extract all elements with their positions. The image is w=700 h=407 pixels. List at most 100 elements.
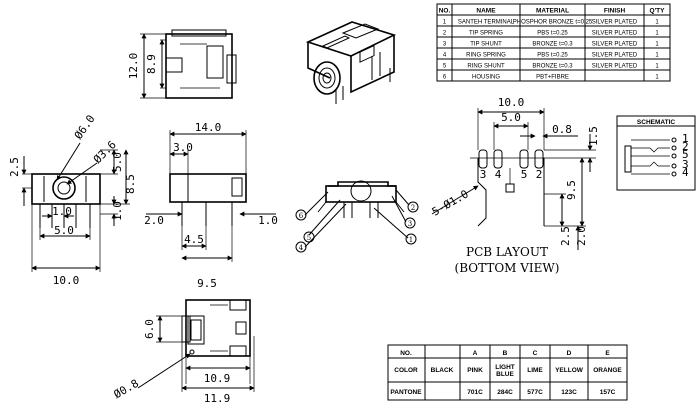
color-pantone: 157C	[600, 389, 616, 396]
pcb-pad-4: 4	[495, 168, 502, 181]
schematic-pin-2: 2	[682, 140, 689, 153]
top-view: 12.0 8.9	[127, 29, 237, 99]
pcb-pad-3: 3	[480, 168, 487, 181]
pin-callout-6: 6	[299, 212, 304, 220]
parts-cell-material: PBT+FIBRE	[536, 75, 569, 81]
parts-cell-finish: SILVER PLATED	[592, 53, 638, 59]
parts-cell-name: SANTEH TERMINAL	[458, 20, 515, 26]
color-columns: APINK701CBLIGHTBLUE284CCLIME577CDYELLOW1…	[467, 350, 622, 396]
pcb-dim-2-0: 2.0	[575, 226, 588, 246]
pcb-dim-10-0: 10.0	[498, 96, 525, 109]
parts-header-no: NO.	[439, 8, 451, 15]
color-pantone: 284C	[497, 389, 513, 396]
schematic-pin-3: 3	[682, 158, 689, 171]
pcb-title: PCB LAYOUT	[466, 245, 548, 259]
parts-cell-qty: 1	[655, 64, 659, 70]
parts-cell-material: BRONZE t=0.3	[532, 64, 573, 70]
pcb-dim-0-8: 0.8	[552, 123, 572, 136]
parts-cell-material: BRONZE t=0.3	[532, 42, 573, 48]
parts-cell-no: 6	[443, 75, 447, 81]
color-pantone: 577C	[527, 389, 543, 396]
color-name-line: BLUE	[496, 371, 514, 378]
isometric-view	[305, 21, 397, 104]
parts-header-name: NAME	[476, 8, 496, 15]
parts-cell-material: PBS t=0.25	[537, 31, 568, 37]
color-header-letter: E	[605, 350, 610, 357]
dim-front-5-0-bottom: 5.0	[54, 224, 74, 237]
dim-side-4-5: 4.5	[184, 233, 204, 246]
parts-cell-material: PHOSPHOR BRONZE t=0.25	[513, 20, 593, 26]
pin-view: 6 4 5 3 2 1	[295, 180, 419, 253]
pcb-pad-5: 5	[521, 168, 528, 181]
parts-cell-finish: SILVER PLATED	[592, 64, 638, 70]
schematic-pin-5: 5	[682, 148, 689, 161]
parts-cell-qty: 1	[655, 75, 659, 81]
pin-callout-3: 3	[408, 220, 412, 228]
color-pantone: 701C	[467, 389, 483, 396]
dim-top-12: 12.0	[127, 53, 140, 80]
parts-cell-qty: 1	[655, 53, 659, 59]
dim-side-1-0: 1.0	[258, 214, 278, 227]
dim-front-8-5: 8.5	[124, 174, 137, 194]
schematic-pin-1: 1	[682, 132, 689, 145]
pcb-dim-5-0: 5.0	[501, 111, 521, 124]
dim-bottom-10-9: 10.9	[204, 372, 231, 385]
parts-cell-name: TIP SPRING	[469, 31, 503, 37]
pin-callout-4: 4	[299, 244, 304, 252]
pcb-dim-2-5: 2.5	[559, 226, 572, 246]
color-header-no: NO.	[400, 350, 412, 357]
pin-callout-2: 2	[411, 204, 415, 212]
color-label: COLOR	[394, 367, 418, 374]
pcb-dim-9-5: 9.5	[565, 180, 578, 200]
parts-cell-no: 5	[443, 64, 447, 70]
pcb-subtitle: (BOTTOM VIEW)	[455, 261, 560, 275]
parts-cell-name: RING SHUNT	[467, 64, 505, 70]
color-pantone: 123C	[561, 389, 577, 396]
dim-front-2-5: 2.5	[8, 157, 21, 177]
dim-front-1-0-bottom: 1.0	[52, 205, 72, 218]
color-name: ORANGE	[593, 367, 622, 374]
color-header-letter: C	[533, 350, 538, 357]
parts-header-finish: FINISH	[604, 8, 626, 15]
dim-side-3-0: 3.0	[173, 141, 193, 154]
schematic-title: SCHEMATIC	[637, 119, 675, 126]
parts-header-qty: Q'TY	[650, 8, 666, 15]
dim-front-1-0-right: 1.0	[111, 201, 124, 221]
dim-bottom-hole: Ø0.8	[112, 377, 141, 402]
pcb-layout: 3 4 5 2 10.0 5.0 0.8 1.5 9.5 2.5 2.0	[430, 96, 600, 275]
color-name: YELLOW	[555, 367, 584, 374]
dim-top-8-9: 8.9	[145, 54, 158, 74]
parts-cell-qty: 1	[655, 20, 659, 26]
color-header-letter: D	[567, 350, 572, 357]
parts-cell-qty: 1	[655, 31, 659, 37]
pin-callout-1: 1	[409, 236, 413, 244]
side-view: 14.0 3.0 2.0 1.0 4.5 9.5	[144, 121, 278, 290]
dim-bottom-6-0: 6.0	[143, 319, 156, 339]
schematic-pin-4: 4	[682, 166, 689, 179]
color-table: NO. COLOR PANTONE BLACK APINK701CBLIGHTB…	[387, 344, 628, 401]
schematic-box: SCHEMATIC 1 2 5 3 4	[616, 115, 696, 191]
parts-cell-material: PBS t=0.25	[537, 53, 568, 59]
dim-front-dia6: Ø6.0	[72, 113, 98, 142]
pcb-pad-2: 2	[536, 168, 543, 181]
front-view: Ø6.0 Ø3.6 2.5 5.0 8.5 1.0 1.0 5.0	[8, 113, 137, 287]
parts-cell-finish: SILVER PLATED	[592, 31, 638, 37]
parts-cell-no: 2	[443, 31, 447, 37]
color-base: BLACK	[431, 367, 454, 374]
dim-front-10-0: 10.0	[53, 274, 80, 287]
color-name: LIME	[527, 367, 543, 374]
dim-front-5-0: 5.0	[111, 152, 124, 172]
parts-cell-no: 4	[443, 53, 447, 59]
dim-side-14-0: 14.0	[195, 121, 222, 134]
parts-cell-no: 1	[443, 20, 447, 26]
parts-cell-finish: SILVER PLATED	[592, 42, 638, 48]
parts-cell-no: 3	[443, 42, 447, 48]
parts-cell-name: HOUSING	[472, 75, 500, 81]
color-header-letter: A	[473, 350, 478, 357]
pantone-label: PANTONE	[390, 389, 422, 396]
pin-callout-5: 5	[307, 234, 311, 242]
color-name: PINK	[467, 367, 483, 374]
